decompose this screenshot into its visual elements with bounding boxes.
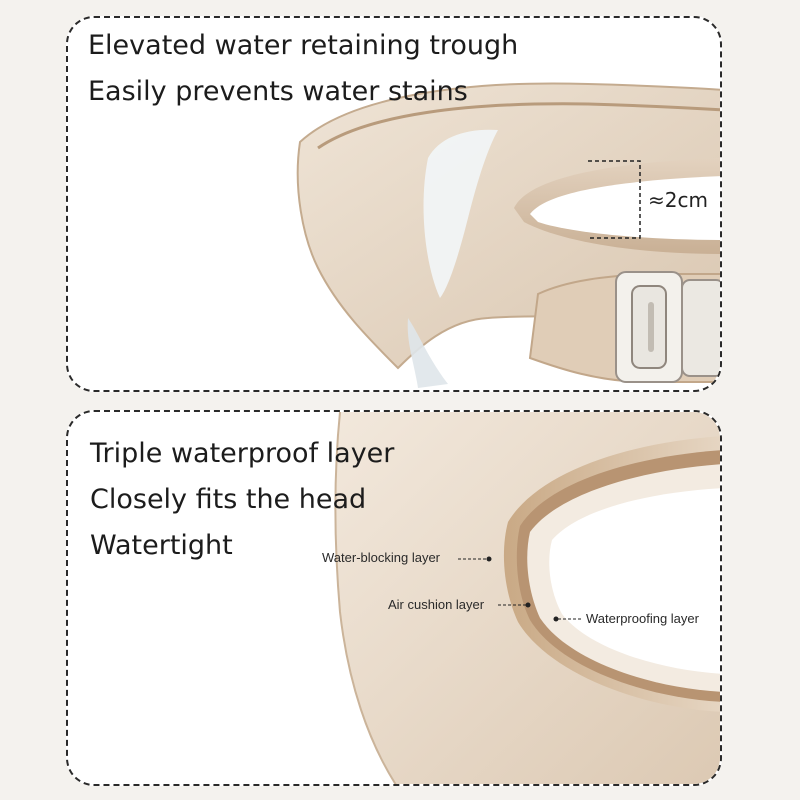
visor-trough-illustration	[296, 82, 720, 388]
callout-air-cushion-layer: Air cushion layer	[388, 597, 485, 612]
top-feature-panel: Elevated water retaining trough Easily p…	[66, 16, 722, 392]
callout-waterproofing-layer: Waterproofing layer	[586, 611, 699, 626]
trough-depth-label: ≈2cm	[648, 188, 708, 212]
headline-line-1: Triple waterproof layer	[90, 438, 395, 469]
headline-line-3: Watertight	[90, 530, 233, 561]
headline-line-1: Elevated water retaining trough	[88, 30, 519, 61]
bottom-feature-panel: Triple waterproof layer Closely fits the…	[66, 410, 722, 786]
callout-water-blocking-layer: Water-blocking layer	[322, 550, 441, 565]
headline-line-2: Easily prevents water stains	[88, 76, 468, 107]
visor-layers-illustration	[334, 412, 720, 784]
headline-line-2: Closely fits the head	[90, 484, 367, 515]
